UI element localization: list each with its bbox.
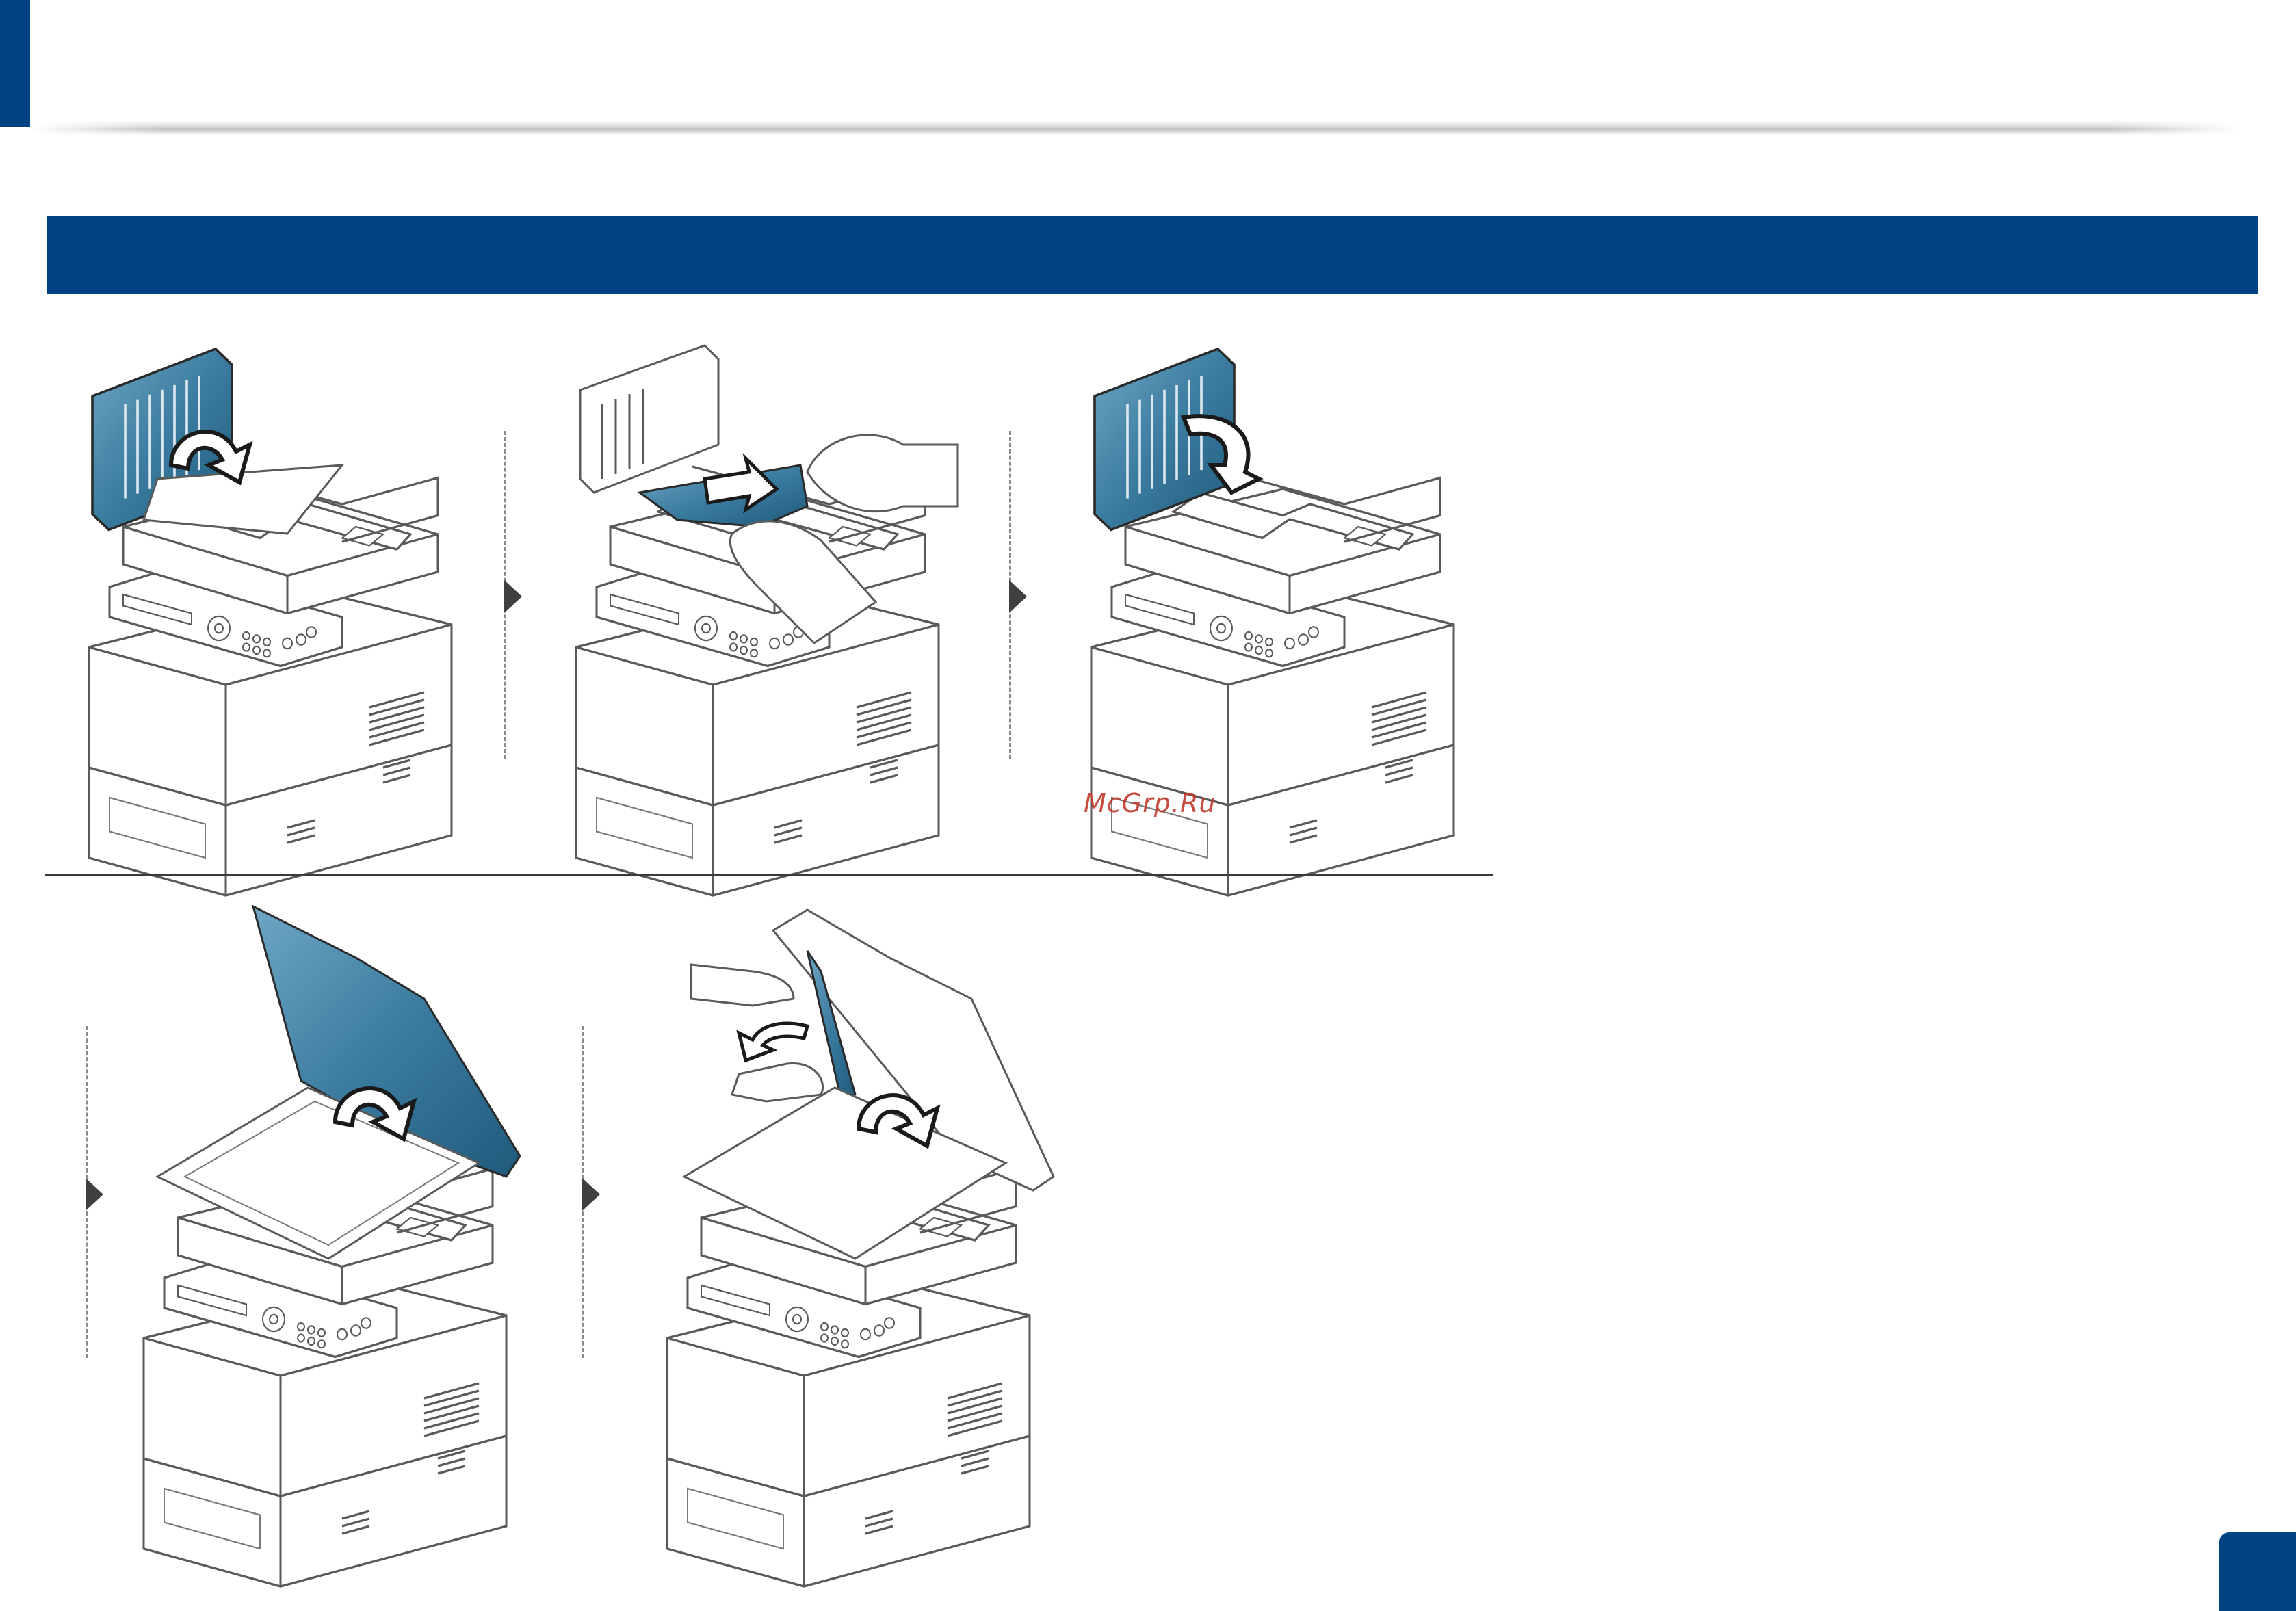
step-arrow-icon — [1009, 580, 1027, 613]
chapter-corner-tab — [0, 0, 30, 127]
page-number-tab — [2219, 1532, 2296, 1611]
watermark-text: McGrp.Ru — [1084, 788, 1216, 818]
step-arrow-icon — [582, 1178, 600, 1211]
step-arrow-icon — [86, 1178, 103, 1211]
header-rule — [30, 120, 2240, 135]
row-divider — [45, 874, 1493, 876]
step-arrow-icon — [504, 580, 522, 613]
section-title-bar — [47, 216, 2258, 294]
